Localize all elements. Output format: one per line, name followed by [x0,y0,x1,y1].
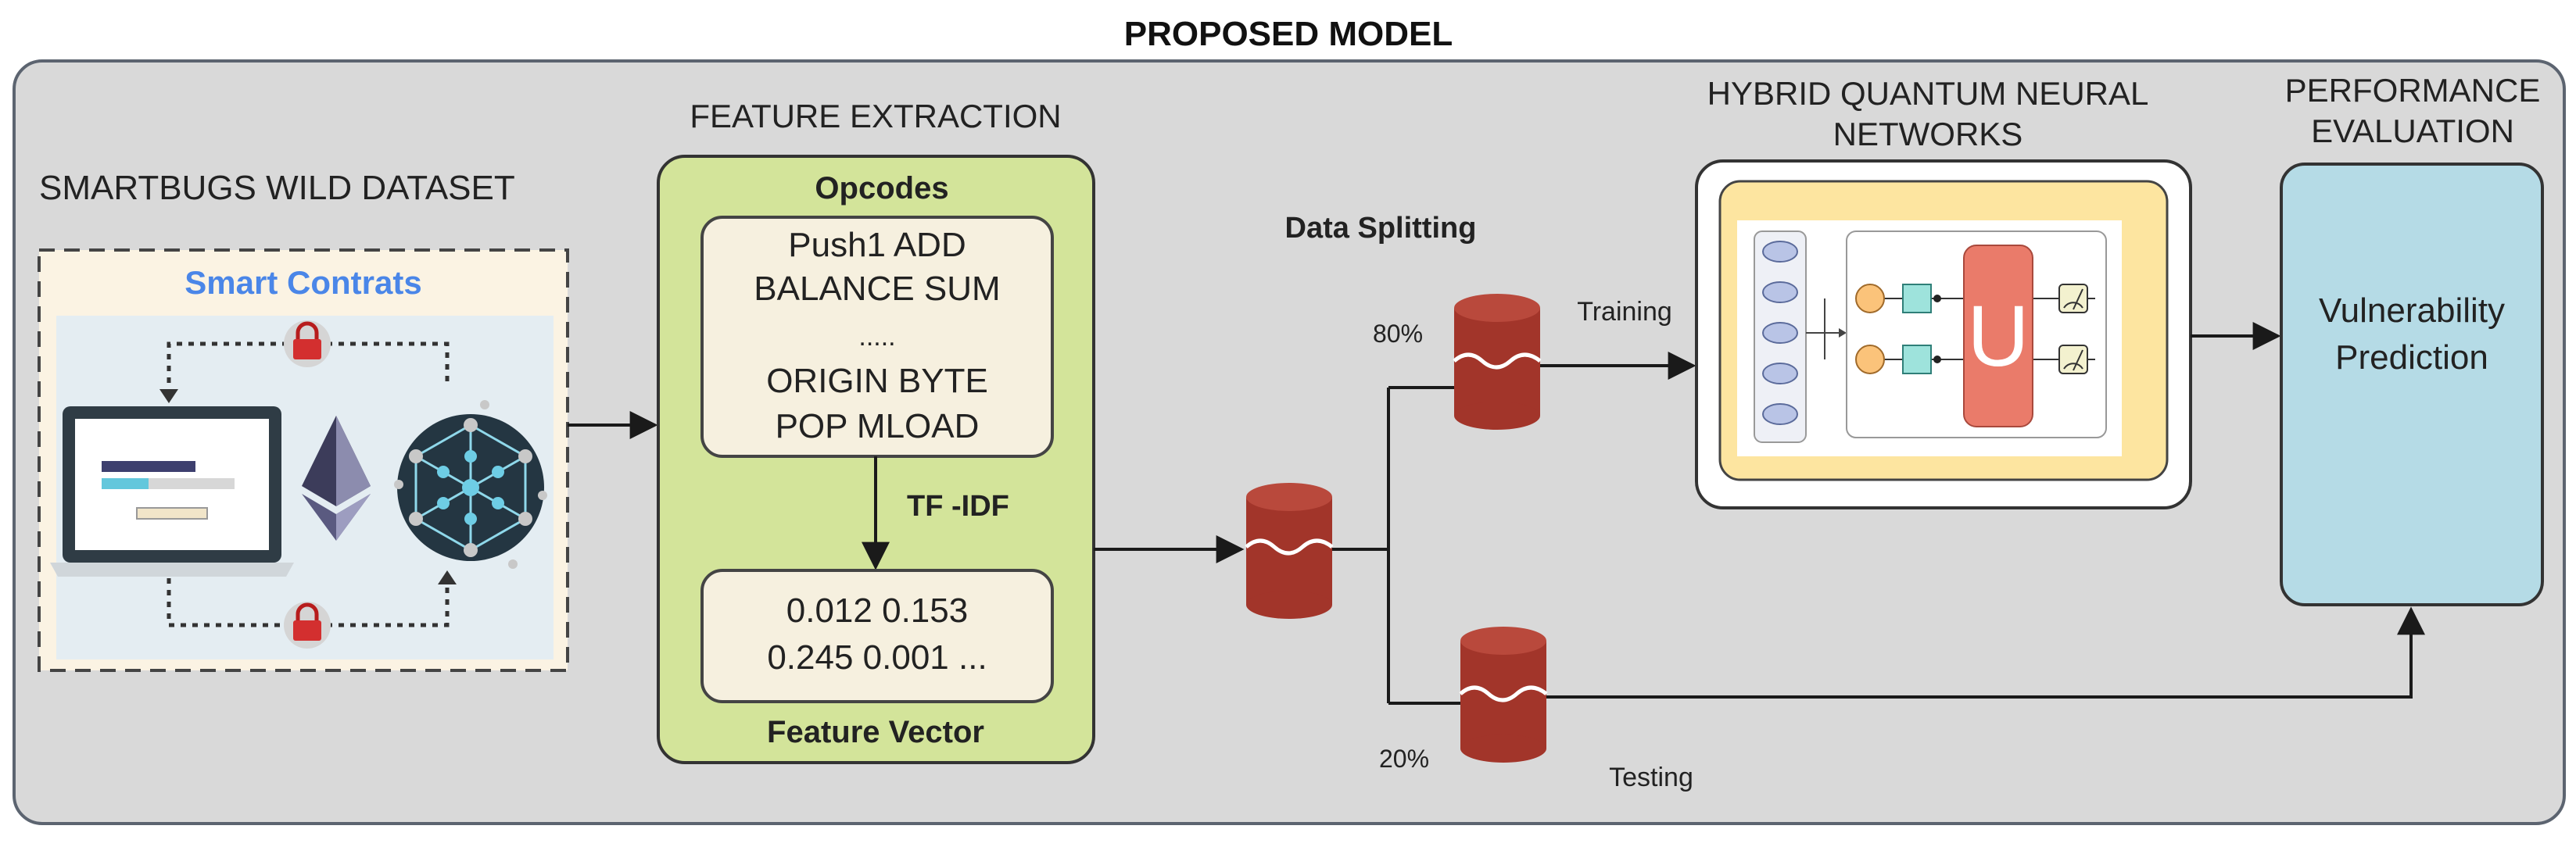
opcode-line: BALANCE SUM [754,270,1000,308]
database-icon [1245,483,1334,619]
evaluation-title-line: EVALUATION [2311,113,2514,149]
lock-icon [284,602,331,649]
diagram-title: PROPOSED MODEL [1124,15,1453,53]
rotation-gates [1902,284,1932,374]
hqnn-title-line: HYBRID QUANTUM NEURAL [1707,75,2149,112]
blockchain-network-icon [394,400,547,569]
lock-icon [284,320,331,367]
database-icon [1453,294,1542,430]
input-layer [1754,231,1807,443]
feature-vector-box [700,569,1054,703]
evaluation-box-line: Vulnerability [2319,291,2505,330]
database-icon [1459,627,1548,763]
testing-label: Testing [1609,763,1693,792]
train-percentage: 80% [1373,320,1423,348]
evaluation-title-line: PERFORMANCE [2285,72,2541,109]
opcode-line: Push1 ADD [788,226,966,264]
dataset-dotted-connectors [167,341,450,627]
laptop-icon [50,406,294,577]
hadamard-gates [1855,284,1885,374]
training-label: Training [1577,297,1672,327]
measurement-icon [2058,345,2088,374]
data-splitting-title: Data Splitting [1285,212,1477,245]
vector-line: 0.245 0.001 ... [767,638,987,677]
dataset-box-title: Smart Contrats [185,264,421,301]
link-arrow [1839,328,1847,338]
opcode-line: POP MLOAD [776,407,980,445]
input-to-circuit-links [1806,298,1843,359]
evaluation-box [2280,163,2544,606]
split-connectors [1332,386,1460,705]
vector-line: 0.012 0.153 [786,591,968,630]
opcodes-title: Opcodes [815,171,948,205]
ethereum-icon [302,416,371,541]
feature-vector-title: Feature Vector [767,715,984,749]
control-dots [1933,295,1941,363]
measurement-icon [2058,284,2088,313]
dataset-section-label: SMARTBUGS WILD DATASET [39,169,515,207]
hqnn-title-line: NETWORKS [1833,116,2023,152]
opcode-line: ..... [858,322,895,352]
tfidf-label: TF -IDF [907,490,1009,523]
opcode-line: ORIGIN BYTE [766,362,988,400]
evaluation-box-line: Prediction [2335,338,2488,377]
feature-extraction-label: FEATURE EXTRACTION [690,98,1061,134]
unitary-gate-label: U [1967,288,2029,384]
arrow-head-down [159,389,178,403]
test-percentage: 20% [1379,745,1429,773]
unitary-gate [1963,245,2033,427]
arrow-testing-to-evaluation [1546,606,2425,699]
arrow-head-up [438,570,457,584]
